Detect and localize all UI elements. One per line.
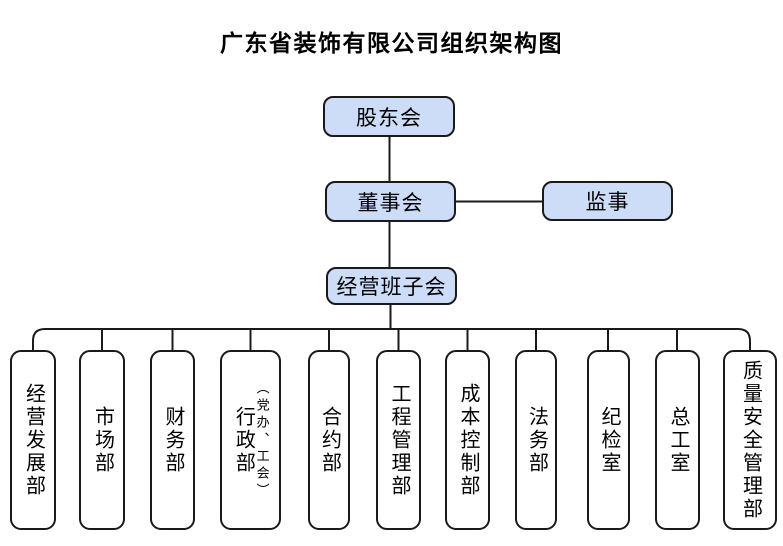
node-label: 董事会 <box>357 191 424 215</box>
dept-box-finance: 财务部 <box>150 350 195 530</box>
node-shareholders-meeting: 股东会 <box>323 96 455 137</box>
dept-label: 市场部 <box>91 405 114 475</box>
dept-box-marketing: 市场部 <box>79 350 125 530</box>
dept-label: 纪检室 <box>598 405 620 475</box>
node-board-of-directors: 董事会 <box>325 181 456 222</box>
dept-label: 合约部 <box>318 405 341 475</box>
dept-label: 总工室 <box>667 405 689 475</box>
node-management-team: 经营班子会 <box>326 267 457 305</box>
dept-label: 经营发展部 <box>22 382 45 498</box>
dept-box-legal: 法务部 <box>515 350 557 530</box>
dept-box-discipline-inspection: 纪检室 <box>587 350 630 530</box>
dept-label: 财务部 <box>162 405 184 475</box>
node-label: 股东会 <box>356 106 422 130</box>
dept-box-quality-safety-management: 质量安全管理部 <box>723 350 777 530</box>
dept-sublabel: （党办、工会） <box>254 380 270 500</box>
dept-label: 质量安全管理部 <box>739 359 762 521</box>
chart-title: 广东省装饰有限公司组织架构图 <box>220 31 563 56</box>
dept-label: 行政部 <box>232 405 255 475</box>
node-label: 经营班子会 <box>336 276 447 299</box>
dept-box-cost-control: 成本控制部 <box>445 350 490 530</box>
dept-box-chief-engineer-office: 总工室 <box>655 350 700 530</box>
node-supervisor: 监事 <box>542 181 673 221</box>
dept-box-administration: 行政部 （党办、工会） <box>220 350 281 530</box>
dept-box-business-development: 经营发展部 <box>10 350 56 530</box>
dept-label: 法务部 <box>525 405 548 475</box>
dept-box-contract: 合约部 <box>308 350 350 530</box>
dept-box-engineering-management: 工程管理部 <box>376 350 421 530</box>
dept-label: 工程管理部 <box>388 382 410 498</box>
node-label: 监事 <box>585 191 630 214</box>
dept-label: 成本控制部 <box>457 382 479 498</box>
